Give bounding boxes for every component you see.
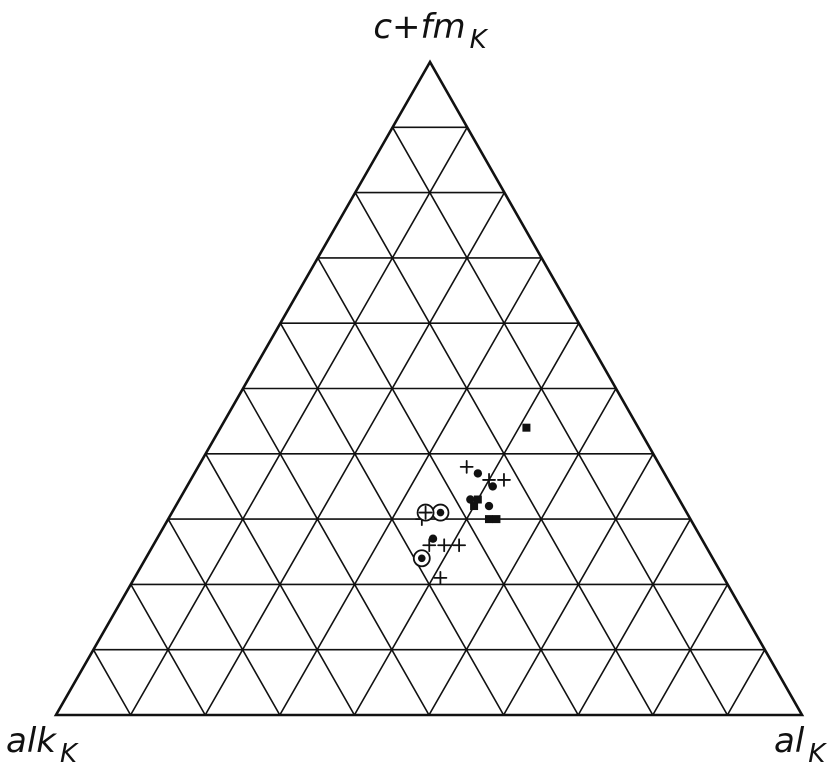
- data-point-circled-dot: [412, 549, 431, 568]
- grid-line-alk: [204, 452, 356, 716]
- data-point-cross: [482, 473, 496, 487]
- data-point-dot: [484, 501, 494, 511]
- triangle-frame: [53, 59, 805, 717]
- data-point-cross: [437, 538, 452, 553]
- data-point-square: [473, 495, 482, 504]
- square-marker: [470, 502, 479, 511]
- triangle-outline: [53, 59, 805, 717]
- grid-line-alk: [130, 583, 206, 716]
- grid-line-alk: [92, 648, 132, 716]
- grid-line-al: [577, 518, 692, 716]
- grid-line-al: [651, 583, 729, 716]
- dot-marker: [428, 534, 438, 543]
- dot-marker: [488, 482, 497, 491]
- data-point-square: [484, 515, 493, 524]
- data-point-square: [522, 423, 531, 432]
- data-points: [412, 423, 531, 585]
- square-marker: [492, 515, 501, 524]
- square-marker: [522, 423, 531, 432]
- data-point-dot: [488, 482, 497, 491]
- data-point-square: [492, 515, 501, 524]
- grid-line-alk: [391, 126, 729, 716]
- data-point-cross: [459, 459, 474, 474]
- grid-line-alk: [242, 387, 430, 716]
- grid-line-al: [502, 452, 655, 716]
- dot-marker: [484, 501, 494, 511]
- dot-marker: [417, 554, 426, 563]
- data-point-square: [470, 502, 479, 511]
- grid-line-al: [428, 387, 617, 716]
- square-marker: [473, 495, 482, 504]
- dot-marker: [473, 469, 483, 478]
- grid-line-alk: [167, 518, 281, 716]
- data-point-dot: [466, 495, 475, 504]
- square-marker: [484, 515, 493, 524]
- grid-line-al: [278, 257, 543, 716]
- data-point-cross: [497, 473, 511, 487]
- data-point-cross: [452, 538, 467, 553]
- data-point-circled-cross: [416, 503, 435, 522]
- dot-marker: [466, 495, 475, 504]
- data-point-cross: [422, 538, 437, 553]
- triangular-grid: [92, 126, 766, 716]
- grid-line-al: [129, 126, 469, 716]
- data-point-circled-dot: [431, 503, 450, 522]
- data-point-dot: [428, 534, 438, 543]
- grid-line-alk: [316, 257, 580, 716]
- grid-line-al: [726, 648, 766, 716]
- dot-marker: [436, 508, 445, 517]
- data-point-cross: [433, 570, 448, 585]
- data-point-dot: [473, 469, 483, 478]
